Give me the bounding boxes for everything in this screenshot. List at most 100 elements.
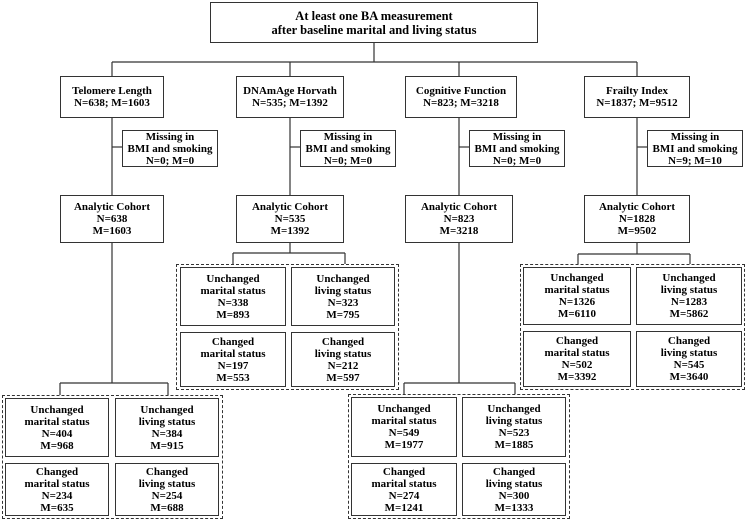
unchanged-marital-telomere: Unchanged marital status N=404 M=968 <box>5 398 109 457</box>
box-line: living status <box>485 477 543 490</box>
box-line: marital status <box>200 347 266 360</box>
box-line: N=404 <box>41 427 73 440</box>
box-line: M=9502 <box>617 225 657 237</box>
box-line: N=9; M=10 <box>668 154 722 167</box>
box-line: Changed <box>321 335 365 348</box>
measure-box-frailty: Frailty Index N=1837; M=9512 <box>584 76 690 118</box>
box-line: N=1837; M=9512 <box>596 97 678 109</box>
box-line: N=234 <box>41 489 73 502</box>
box-line: N=535; M=1392 <box>252 97 328 109</box>
box-line: living status <box>485 415 543 427</box>
unchanged-living-dnamage: Unchanged living status N=323 M=795 <box>291 267 395 326</box>
box-line: marital status <box>24 415 90 428</box>
box-line: N=0; M=0 <box>323 154 373 167</box>
cohort-box-dnamage: Analytic Cohort N=535 M=1392 <box>236 195 344 243</box>
box-line: marital status <box>371 477 437 490</box>
subgroup-group-cognitive <box>348 394 570 519</box>
changed-living-cognitive: Changed living status N=300 M=1333 <box>462 463 566 516</box>
unchanged-living-telomere: Unchanged living status N=384 M=915 <box>115 398 219 457</box>
box-line: Changed <box>211 335 255 348</box>
box-line: Missing in <box>670 130 720 143</box>
box-line: N=323 <box>327 296 359 309</box>
box-line: marital status <box>544 347 610 359</box>
unchanged-living-cognitive: Unchanged living status N=523 M=1885 <box>462 397 566 457</box>
box-line: BMI and smoking <box>474 142 560 155</box>
box-line: BMI and smoking <box>127 142 213 155</box>
box-line: marital status <box>200 284 266 297</box>
missing-box-frailty: Missing in BMI and smoking N=9; M=10 <box>647 130 743 167</box>
box-line: Unchanged <box>662 272 716 284</box>
cohort-box-frailty: Analytic Cohort N=1828 M=9502 <box>584 195 690 243</box>
box-line: N=0; M=0 <box>145 154 195 167</box>
box-line: M=597 <box>326 371 360 384</box>
box-line: M=1603 <box>92 225 132 237</box>
missing-box-cognitive: Missing in BMI and smoking N=0; M=0 <box>469 130 565 167</box>
subgroup-group-telomere <box>2 395 223 519</box>
box-line: N=338 <box>217 296 249 309</box>
box-line: N=823; M=3218 <box>423 97 499 109</box>
box-line: M=3640 <box>669 371 709 383</box>
box-line: Frailty Index <box>605 85 669 97</box>
box-line: N=535 <box>274 213 306 225</box>
box-line: living status <box>314 284 372 297</box>
cohort-box-telomere: Analytic Cohort N=638 M=1603 <box>60 195 164 243</box>
box-line: N=638; M=1603 <box>74 97 150 109</box>
box-line: Analytic Cohort <box>251 201 329 213</box>
box-line: M=6110 <box>557 308 597 320</box>
box-line: Analytic Cohort <box>73 201 151 213</box>
box-line: BMI and smoking <box>652 142 738 155</box>
subgroup-group-dnamage <box>176 264 399 390</box>
unchanged-marital-frailty: Unchanged marital status N=1326 M=6110 <box>523 267 631 325</box>
box-line: Unchanged <box>316 272 370 285</box>
box-line: Analytic Cohort <box>598 201 676 213</box>
box-line: Changed <box>492 465 536 478</box>
box-line: living status <box>314 347 372 360</box>
box-line: N=0; M=0 <box>492 154 542 167</box>
box-line: Unchanged <box>206 272 260 285</box>
box-line: marital status <box>24 477 90 490</box>
measure-box-cognitive: Cognitive Function N=823; M=3218 <box>405 76 517 118</box>
box-line: N=502 <box>561 359 593 371</box>
box-line: Unchanged <box>487 403 541 415</box>
box-line: living status <box>138 477 196 490</box>
changed-living-dnamage: Changed living status N=212 M=597 <box>291 332 395 387</box>
top-line: At least one BA measurement <box>295 8 453 23</box>
changed-living-frailty: Changed living status N=545 M=3640 <box>636 331 742 387</box>
box-line: M=1333 <box>494 501 534 514</box>
unchanged-living-frailty: Unchanged living status N=1283 M=5862 <box>636 267 742 325</box>
missing-box-telomere: Missing in BMI and smoking N=0; M=0 <box>122 130 218 167</box>
box-line: M=635 <box>40 501 74 514</box>
box-line: N=1828 <box>618 213 656 225</box>
box-line: M=795 <box>326 308 360 321</box>
box-line: M=1392 <box>270 225 310 237</box>
subgroup-group-frailty <box>520 264 745 390</box>
box-line: N=638 <box>96 213 128 225</box>
box-line: M=1241 <box>384 501 424 514</box>
missing-box-dnamage: Missing in BMI and smoking N=0; M=0 <box>300 130 396 167</box>
box-line: marital status <box>371 415 437 427</box>
measure-box-dnamage: DNAmAge Horvath N=535; M=1392 <box>236 76 344 118</box>
box-line: Changed <box>382 465 426 478</box>
box-line: Unchanged <box>377 403 431 415</box>
box-line: N=1326 <box>558 296 596 308</box>
box-line: Unchanged <box>550 272 604 284</box>
changed-marital-dnamage: Changed marital status N=197 M=553 <box>180 332 286 387</box>
box-line: N=1283 <box>670 296 708 308</box>
box-line: living status <box>660 284 718 296</box>
unchanged-marital-dnamage: Unchanged marital status N=338 M=893 <box>180 267 286 326</box>
box-line: M=1885 <box>494 439 534 451</box>
box-line: Changed <box>667 335 711 347</box>
box-line: Analytic Cohort <box>420 201 498 213</box>
changed-marital-frailty: Changed marital status N=502 M=3392 <box>523 331 631 387</box>
box-line: N=254 <box>151 489 183 502</box>
box-line: DNAmAge Horvath <box>243 85 337 97</box>
box-line: Cognitive Function <box>415 85 507 97</box>
box-line: N=197 <box>217 359 249 372</box>
box-line: Missing in <box>323 130 373 143</box>
box-line: Changed <box>35 465 79 478</box>
box-line: N=212 <box>327 359 359 372</box>
box-line: Unchanged <box>140 403 194 416</box>
box-line: N=549 <box>388 427 420 439</box>
